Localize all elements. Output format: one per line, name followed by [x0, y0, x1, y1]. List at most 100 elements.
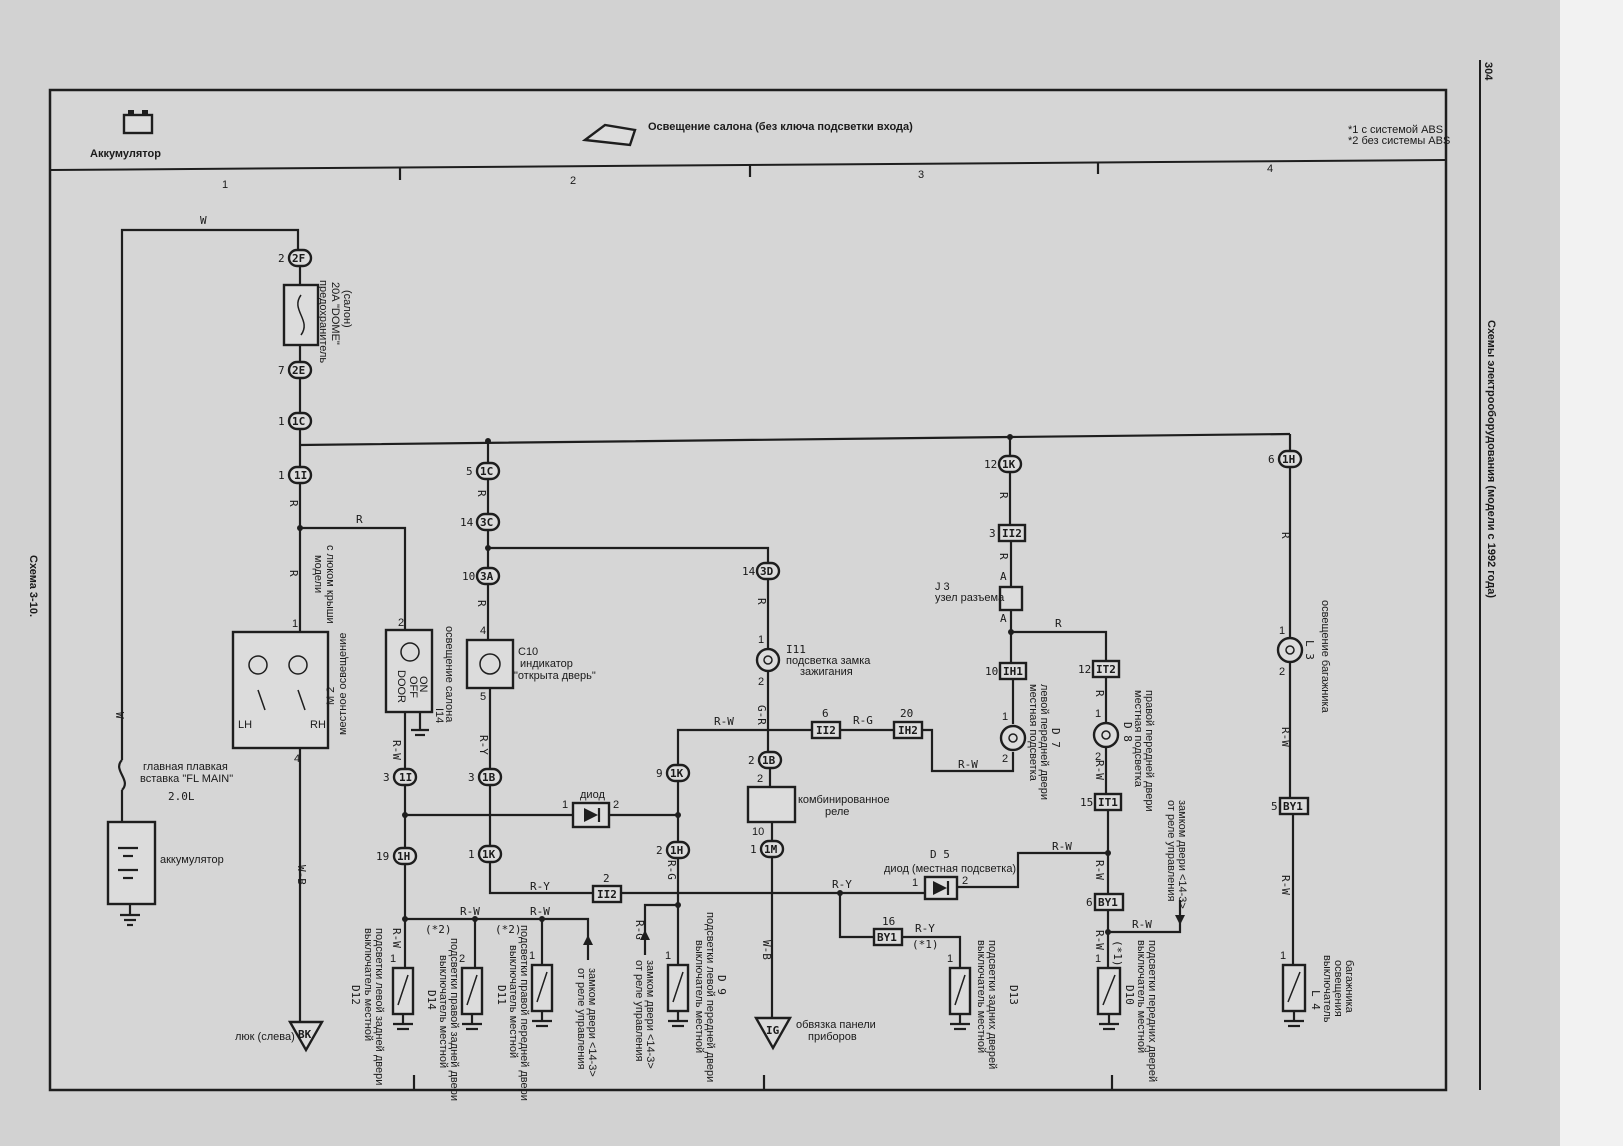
svg-text:5: 5: [466, 465, 473, 478]
svg-text:9: 9: [656, 767, 663, 780]
i11-ignition-light: 12 I11 подсветка замка зажигания: [755, 634, 871, 688]
svg-text:1: 1: [912, 877, 918, 889]
svg-text:6: 6: [822, 707, 829, 720]
svg-text:1: 1: [750, 843, 757, 856]
svg-text:1: 1: [1002, 711, 1008, 723]
svg-text:W: W: [200, 214, 207, 227]
svg-text:R-W: R-W: [530, 905, 550, 918]
connector-1H-c: 1H2: [656, 840, 691, 860]
svg-text:1: 1: [1280, 950, 1286, 962]
switch-l4: 1 L 4 выключатель освещения багажника: [1280, 950, 1355, 1028]
svg-text:диод (местная подсветка): диод (местная подсветка): [884, 863, 1016, 875]
relay-note-2: от реле управления замком двери <14-3>: [633, 960, 656, 1069]
svg-text:D13: D13: [1007, 985, 1020, 1005]
svg-text:1C: 1C: [480, 465, 493, 478]
svg-text:выключатель: выключатель: [1321, 955, 1333, 1023]
page-edge: [1560, 0, 1623, 1146]
j3-junction: J 3 узел разъема AA: [935, 570, 1024, 625]
l3-trunk-lamp: 12 L 3 освещение багажника: [1276, 600, 1331, 714]
header-divider: [49, 159, 1447, 171]
svg-text:обвязка панели: обвязка панели: [796, 1019, 876, 1031]
svg-text:1H: 1H: [670, 844, 683, 857]
svg-text:местная подсветка: местная подсветка: [1027, 684, 1039, 782]
svg-text:2: 2: [1002, 753, 1008, 765]
connector-1K-c: 1K1: [468, 844, 503, 864]
svg-text:местная подсветка: местная подсветка: [1132, 690, 1144, 788]
svg-text:R-W: R-W: [1093, 860, 1106, 880]
connector-1C-b: 1C 5: [466, 461, 501, 481]
svg-text:R: R: [287, 500, 300, 507]
svg-text:BY1: BY1: [1283, 800, 1303, 813]
header-main-title: Освещение салона (без ключа подсветки вх…: [648, 121, 913, 133]
svg-text:BY1: BY1: [877, 931, 897, 944]
svg-text:3C: 3C: [480, 516, 493, 529]
svg-text:выключатель местной: выключатель местной: [362, 928, 374, 1041]
svg-text:4: 4: [480, 625, 486, 637]
svg-text:1B: 1B: [762, 754, 776, 767]
svg-text:LH: LH: [238, 719, 252, 731]
svg-text:1K: 1K: [670, 767, 684, 780]
svg-text:1: 1: [278, 469, 285, 482]
svg-text:1: 1: [1279, 625, 1285, 637]
svg-text:10: 10: [462, 570, 475, 583]
d8-lamp: 12 D 8 местная подсветка правой передней…: [1092, 690, 1155, 812]
svg-text:предохранитель: предохранитель: [317, 280, 329, 363]
svg-text:R-G: R-G: [633, 920, 646, 940]
svg-text:"открыта дверь": "открыта дверь": [514, 670, 596, 682]
svg-text:5: 5: [1271, 800, 1278, 813]
column-4: 4: [1267, 163, 1273, 175]
svg-text:D14: D14: [425, 990, 438, 1010]
note-2: *2 без системы ABS: [1348, 135, 1450, 147]
svg-text:2: 2: [613, 799, 619, 811]
svg-text:диод: диод: [580, 789, 605, 801]
svg-text:R-G: R-G: [853, 714, 873, 727]
svg-text:2: 2: [459, 953, 465, 965]
svg-text:2: 2: [278, 252, 285, 265]
svg-text:3D: 3D: [760, 565, 774, 578]
battery-header-icon: [122, 110, 154, 135]
svg-text:2: 2: [962, 875, 968, 887]
svg-text:3: 3: [989, 527, 996, 540]
column-2: 2: [570, 175, 576, 187]
switch-d11: 1 D11 выключатель местной подсветки прав…: [495, 925, 554, 1101]
svg-text:подсветки передних дверей: подсветки передних дверей: [1146, 940, 1158, 1082]
svg-text:1: 1: [529, 950, 535, 962]
svg-text:1I: 1I: [399, 771, 412, 784]
battery: аккумулятор: [106, 820, 224, 927]
svg-text:узел разъема: узел разъема: [935, 592, 1005, 604]
svg-text:главная плавкая: главная плавкая: [143, 761, 228, 773]
svg-text:BY1: BY1: [1098, 896, 1118, 909]
d7-lamp: 12 D 7 местная подсветка левой передней …: [999, 684, 1062, 800]
svg-text:R-W: R-W: [390, 928, 403, 948]
svg-text:(салон): (салон): [341, 290, 353, 328]
svg-text:1C: 1C: [292, 415, 305, 428]
switch-d13: 1 D13 выключатель местной подсветки задн…: [947, 940, 1020, 1069]
svg-text:I11: I11: [786, 643, 806, 656]
svg-text:L 4: L 4: [1309, 990, 1322, 1010]
svg-text:индикатор: индикатор: [520, 658, 573, 670]
relay-note-1: от реле управления замком двери <14-3>: [575, 968, 598, 1077]
svg-text:DOOR: DOOR: [395, 670, 407, 703]
svg-text:приборов: приборов: [808, 1031, 857, 1043]
svg-text:R-Y: R-Y: [477, 735, 490, 755]
svg-text:1: 1: [468, 848, 475, 861]
fl-main-fuse: главная плавкая вставка "FL MAIN" 2.0L: [118, 759, 233, 803]
svg-text:D10: D10: [1123, 985, 1136, 1005]
svg-text:20A "DOME": 20A "DOME": [329, 282, 341, 345]
svg-text:замком двери <14-3>: замком двери <14-3>: [1176, 800, 1188, 909]
svg-text:с люком крыши: с люком крыши: [324, 545, 336, 624]
svg-text:II2: II2: [597, 888, 617, 901]
svg-text:R-W: R-W: [1052, 840, 1072, 853]
svg-text:16: 16: [882, 915, 895, 928]
svg-text:1: 1: [292, 618, 298, 630]
svg-text:1: 1: [278, 415, 285, 428]
svg-text:10: 10: [985, 665, 998, 678]
svg-text:R: R: [287, 570, 300, 577]
svg-text:аккумулятор: аккумулятор: [160, 854, 224, 866]
